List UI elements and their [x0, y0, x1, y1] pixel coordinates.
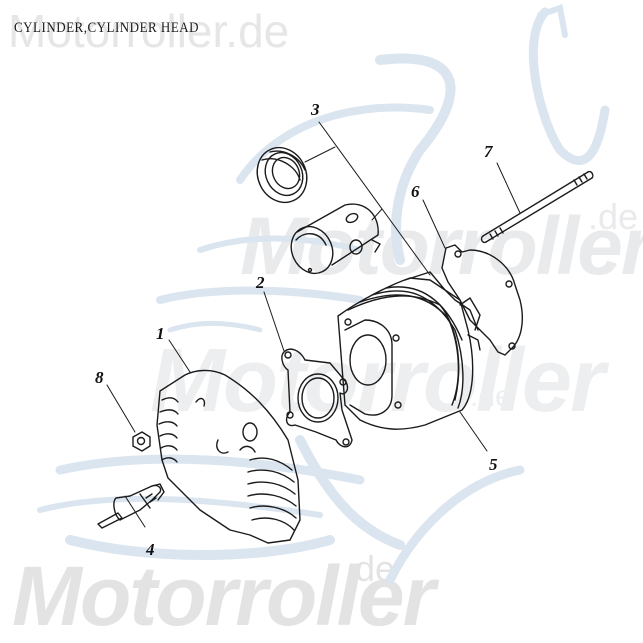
callout-6-base-gasket[interactable]: 6: [411, 182, 420, 201]
piston-icon: [290, 203, 381, 275]
cylinder-icon: [337, 271, 481, 430]
watermark-bottom: Motorroller: [12, 549, 435, 643]
callout-5-cylinder[interactable]: 5: [489, 455, 498, 474]
nut-icon: [132, 431, 151, 452]
base-gasket-icon: [441, 244, 523, 356]
head-gasket-icon: [281, 348, 353, 448]
diagram-title: CYLINDER,CYLINDER HEAD: [14, 18, 200, 36]
piston-ring-icon: [256, 146, 308, 204]
callout-3-piston[interactable]: 3: [311, 100, 320, 119]
watermark-mid: Motorroller: [240, 201, 643, 292]
watermark-lower-suffix: .de: [470, 380, 512, 413]
callout-4-spark-plug[interactable]: 4: [146, 540, 155, 559]
callout-2-head-gasket[interactable]: 2: [256, 273, 265, 292]
callout-7-stud-bolt[interactable]: 7: [484, 142, 493, 161]
watermark-top: Motorroller.de: [8, 5, 290, 57]
stud-bolt-icon: [480, 170, 594, 244]
callout-1-cylinder-head[interactable]: 1: [156, 324, 165, 343]
callout-8-nut[interactable]: 8: [95, 368, 104, 387]
cylinder-head-icon: [156, 369, 301, 544]
leader-lines: [106, 121, 521, 528]
spark-plug-icon: [97, 483, 165, 529]
watermark-mid-suffix: .de: [588, 196, 639, 237]
